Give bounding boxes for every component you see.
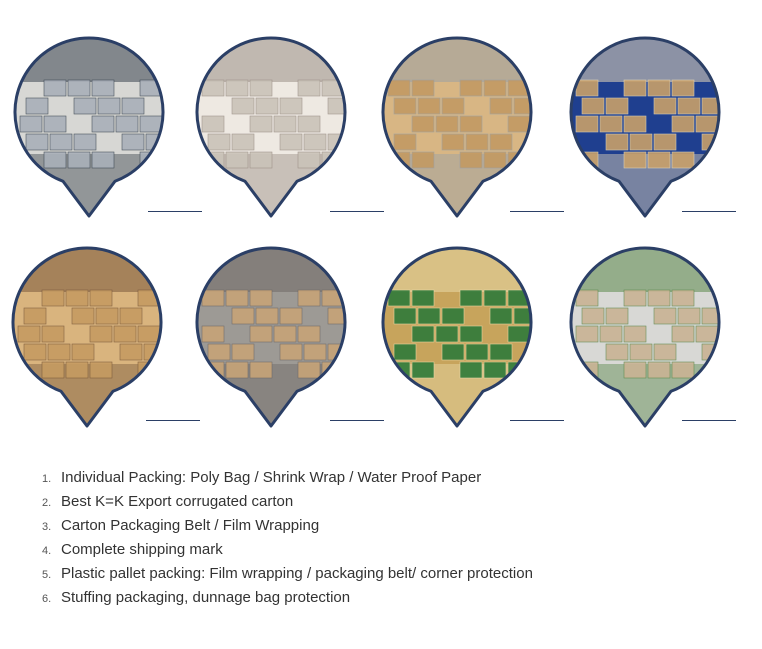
list-item-text: Complete shipping mark — [61, 541, 223, 558]
list-item-text: Best K=K Export corrugated carton — [61, 493, 294, 510]
list-item-number: 3. — [42, 521, 52, 533]
caption-underline — [146, 420, 200, 421]
list-item-number: 4. — [42, 545, 52, 557]
caption-underline — [330, 211, 384, 212]
photo-pin — [8, 244, 166, 430]
list-item: 3. Carton Packaging Belt / Film Wrapping — [36, 514, 533, 538]
photo-pin — [192, 34, 350, 220]
list-item: 1. Individual Packing: Poly Bag / Shrink … — [36, 466, 533, 490]
list-item-number: 6. — [42, 593, 52, 605]
caption-underline — [330, 420, 384, 421]
list-item-number: 5. — [42, 569, 52, 581]
list-item-text: Plastic pallet packing: Film wrapping / … — [61, 565, 533, 582]
photo-pin — [10, 34, 168, 220]
photo-pin — [566, 244, 724, 430]
packing-steps-list: 1. Individual Packing: Poly Bag / Shrink … — [36, 466, 533, 610]
list-item: 4. Complete shipping mark — [36, 538, 533, 562]
list-item-number: 1. — [42, 473, 52, 485]
caption-underline — [148, 211, 202, 212]
caption-underline — [510, 420, 564, 421]
caption-underline — [682, 211, 736, 212]
list-item: 5. Plastic pallet packing: Film wrapping … — [36, 562, 533, 586]
list-item: 2. Best K=K Export corrugated carton — [36, 490, 533, 514]
photo-pin — [378, 34, 536, 220]
list-item-text: Stuffing packaging, dunnage bag protecti… — [61, 589, 351, 606]
photo-pin — [192, 244, 350, 430]
caption-underline — [682, 420, 736, 421]
list-item-text: Individual Packing: Poly Bag / Shrink Wr… — [61, 469, 482, 486]
list-item: 6. Stuffing packaging, dunnage bag protec… — [36, 586, 533, 610]
list-item-text: Carton Packaging Belt / Film Wrapping — [61, 517, 320, 534]
packing-photo-gallery — [8, 34, 736, 430]
photo-pin — [378, 244, 536, 430]
list-item-number: 2. — [42, 497, 52, 509]
photo-pin — [566, 34, 724, 220]
caption-underline — [510, 211, 564, 212]
